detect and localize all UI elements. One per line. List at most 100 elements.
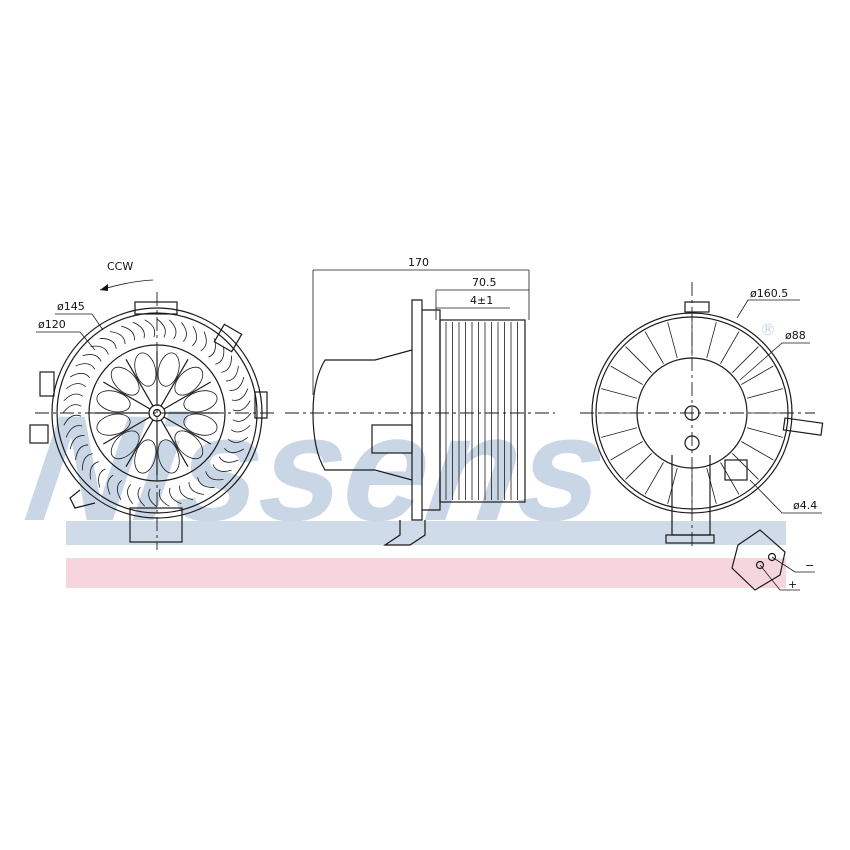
side-bracket: [383, 520, 426, 546]
blade: [188, 481, 205, 495]
front-housing-outer: [51, 307, 263, 519]
hub: [148, 404, 166, 422]
blade: [89, 461, 99, 480]
minus-pin: [767, 552, 777, 562]
rear-shaft: [684, 405, 700, 421]
spoke: [160, 359, 189, 407]
front-housing-inner: [56, 312, 258, 514]
gap-label: 4±1: [470, 294, 493, 307]
outer-diameter-label: ø145: [57, 300, 85, 313]
rear-rib: [601, 388, 638, 399]
blade: [169, 487, 182, 505]
blade: [99, 338, 117, 349]
hole-leader: [749, 479, 822, 514]
blade: [192, 325, 198, 346]
outer-diameter-leader: [55, 313, 104, 331]
right-upper-tab: [213, 323, 243, 353]
rear-rib: [720, 462, 740, 495]
plus-pin: [755, 560, 765, 570]
blade: [116, 480, 122, 501]
rear-motor-can: [636, 357, 748, 469]
spoke: [103, 381, 151, 410]
hub-spokes: [95, 351, 219, 475]
blade: [200, 331, 207, 352]
spoke-window: [183, 390, 218, 413]
rear-rib: [667, 322, 678, 359]
wheel-ribs: [445, 322, 518, 500]
blade: [197, 477, 215, 488]
right-tab: [254, 391, 268, 419]
blade: [230, 424, 251, 433]
spoke-window: [174, 430, 204, 460]
blade: [212, 464, 232, 472]
rear-bracket-foot: [665, 534, 715, 544]
rear-rib: [644, 462, 664, 495]
spoke-window: [110, 430, 140, 460]
top-tab: [134, 301, 178, 315]
blade: [62, 404, 82, 414]
inner-diameter-leader: [36, 331, 96, 351]
blade: [158, 488, 170, 507]
rear-rib: [741, 365, 774, 385]
blade: [137, 486, 146, 507]
connector-body: [731, 529, 786, 591]
flange-step: [422, 309, 441, 511]
blade: [98, 468, 106, 488]
blade: [225, 365, 239, 382]
blade: [69, 435, 85, 450]
blade: [107, 474, 114, 495]
spoke-window: [96, 413, 131, 436]
spoke: [163, 416, 211, 445]
spoke: [160, 419, 189, 467]
rear-rib: [706, 467, 717, 504]
rear-connector: [724, 459, 748, 481]
registered-mark: ®: [760, 320, 776, 339]
shaft: [152, 408, 162, 418]
rotation-label: CCW: [107, 260, 133, 273]
rear-rib: [732, 346, 759, 373]
blade: [109, 331, 126, 345]
blade: [65, 383, 86, 389]
spoke-window: [157, 439, 180, 474]
inner-diameter-label: ø120: [38, 318, 66, 331]
side-view: 170 70.5 4±1: [285, 256, 555, 546]
bottom-connector: [129, 507, 183, 543]
spoke-window: [134, 439, 157, 474]
rear-housing-outer: [591, 312, 793, 514]
blade: [215, 346, 225, 365]
spoke-window: [183, 413, 218, 436]
blade: [224, 448, 245, 454]
blade: [90, 345, 109, 355]
blade: [168, 319, 177, 340]
overall-length-label: 170: [408, 256, 429, 269]
connector-detail: − +: [731, 529, 815, 591]
rear-rib: [610, 441, 643, 461]
front-wheel-inner: [88, 344, 226, 482]
rear-inner-diameter-label: ø88: [785, 329, 806, 342]
spoke: [163, 381, 211, 410]
spoke-window: [157, 352, 180, 387]
rear-rib: [625, 346, 652, 373]
rear-rib: [610, 365, 643, 385]
left-pipe: [29, 424, 49, 444]
spoke-window: [110, 366, 140, 396]
blade: [63, 414, 82, 426]
blade: [205, 471, 224, 481]
blade: [63, 393, 84, 402]
rear-outer-diameter-label: ø160.5: [750, 287, 788, 300]
blade: [132, 321, 145, 339]
rear-ribs: [598, 319, 786, 507]
blade: [231, 388, 249, 401]
rear-rib: [644, 331, 664, 364]
blade: [82, 354, 102, 362]
rear-rib: [741, 441, 774, 461]
rear-rib: [720, 331, 740, 364]
rear-outer-leader: [736, 299, 800, 319]
wheel-length-label: 70.5: [472, 276, 497, 289]
plus-leader: [759, 564, 800, 591]
rear-view: ø160.5 ø88 ø4.4 − +: [580, 282, 824, 591]
blade: [181, 321, 187, 342]
blade: [148, 488, 158, 508]
blade: [229, 376, 245, 391]
